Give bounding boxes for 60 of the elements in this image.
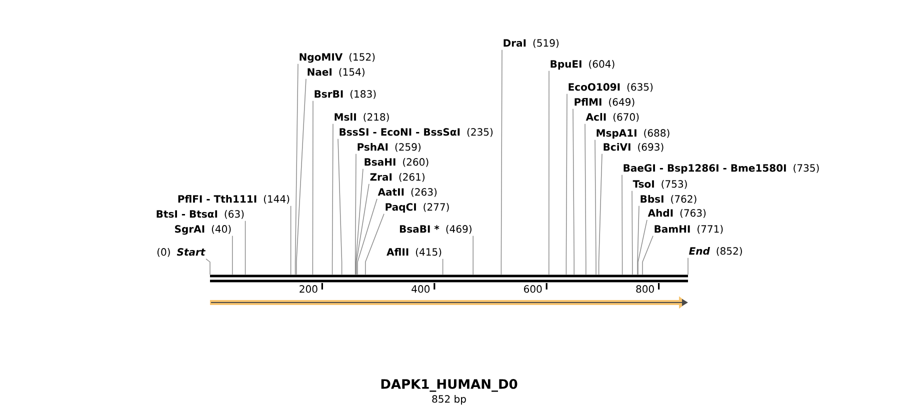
leader-line xyxy=(572,108,574,275)
sequence-end-label: End (852) xyxy=(689,247,742,256)
leader-line xyxy=(232,236,233,275)
title: DAPK1_HUMAN_D0 xyxy=(381,379,518,392)
enzyme-label: BsaHI (260) xyxy=(364,158,428,167)
leader-line xyxy=(638,220,648,275)
leader-line xyxy=(312,100,314,275)
leader-line xyxy=(632,190,633,275)
enzyme-label: BsrBI (183) xyxy=(314,90,376,99)
leader-line xyxy=(294,64,298,275)
leader-line xyxy=(500,50,502,275)
enzyme-label: ZraI (261) xyxy=(370,173,424,182)
leader-line xyxy=(244,220,246,275)
enzyme-label: AflII (415) xyxy=(386,248,442,257)
enzyme-label: BciVI (693) xyxy=(604,143,664,152)
leader-line xyxy=(365,214,384,275)
leader-line xyxy=(566,94,568,275)
leader-line xyxy=(442,258,444,275)
leader-line xyxy=(332,124,334,275)
leader-line xyxy=(356,168,364,275)
sequence-end-label: (0) Start xyxy=(157,248,206,257)
enzyme-label: NaeI (154) xyxy=(308,68,364,77)
enzyme-label: BtsI - BtsαI (63) xyxy=(156,210,244,219)
leader-line xyxy=(356,184,370,275)
leader-line xyxy=(290,206,292,275)
leader-line xyxy=(296,78,306,275)
enzyme-label: MspA1I (688) xyxy=(596,129,670,139)
enzyme-label: DraI (519) xyxy=(504,39,559,48)
enzyme-label: BssSI - EcoNI - BssSαI (235) xyxy=(340,128,493,137)
enzyme-label: AhdI (763) xyxy=(648,209,706,218)
enzyme-label: NgoMIV (152) xyxy=(300,53,375,63)
enzyme-label: BbsI (762) xyxy=(640,195,696,204)
enzyme-label: PflFI - Tth111I (144) xyxy=(178,195,290,204)
leader-line xyxy=(584,124,586,275)
enzyme-label: BaeGI - Bsp1286I - Bme1580I (735) xyxy=(624,164,819,174)
enzyme-label: MslI (218) xyxy=(334,113,389,122)
leader-line xyxy=(637,206,640,275)
leader-line xyxy=(622,174,623,275)
leader-line xyxy=(472,236,474,275)
length-label: 852 bp xyxy=(432,395,466,405)
enzyme-label: PflMI (649) xyxy=(574,98,634,107)
enzyme-label: EcoO109I (635) xyxy=(568,83,653,92)
leader-line xyxy=(598,154,602,275)
enzyme-label: AclI (670) xyxy=(586,113,639,122)
sequence-bar xyxy=(210,274,688,282)
enzyme-label: SgrAI (40) xyxy=(175,225,231,235)
leader-line xyxy=(642,236,654,275)
enzyme-label: BsaBI * (469) xyxy=(400,225,472,234)
leader-line xyxy=(548,70,550,275)
leader-line xyxy=(206,258,210,275)
leader-line xyxy=(594,140,596,275)
enzyme-label: TsoI (753) xyxy=(632,180,687,189)
leader-line xyxy=(354,154,356,275)
leader-line xyxy=(338,138,342,275)
enzyme-label: AatII (263) xyxy=(378,188,437,197)
enzyme-label: BpuEI (604) xyxy=(550,60,614,70)
enzyme-label: PshAI (259) xyxy=(358,143,421,152)
leader-line xyxy=(357,198,378,275)
enzyme-label: BamHI (771) xyxy=(654,225,723,234)
enzyme-label: PaqCI (277) xyxy=(386,203,449,213)
